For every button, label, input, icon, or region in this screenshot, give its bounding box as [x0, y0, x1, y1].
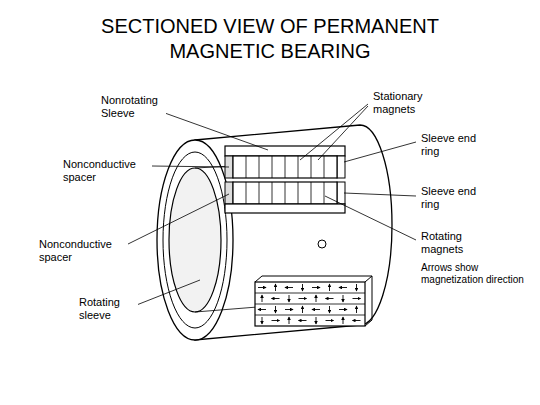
spacer [225, 182, 233, 204]
part-label: Nonconductive spacer [62, 158, 152, 183]
part-label: Stationary magnets [372, 90, 444, 115]
rotating-magnets [233, 182, 337, 204]
stationary-magnets [233, 156, 337, 178]
sleeve-end-ring [337, 182, 345, 204]
bore [169, 168, 221, 312]
part-label: Rotating sleeve [78, 296, 138, 321]
part-label: Nonrotating Sleeve [100, 94, 166, 119]
nonrotating-sleeve [225, 146, 345, 156]
part-label: Sleeve end ring [420, 132, 492, 157]
lower-cutaway [255, 282, 365, 326]
part-label: Rotating magnets [420, 230, 492, 255]
part-label: Nonconductive spacer [38, 238, 128, 263]
sleeve-end-ring [337, 156, 345, 178]
leader-lines [124, 104, 416, 306]
part-label: Arrows show magnetization direction [420, 262, 527, 285]
part-label: Sleeve end ring [420, 185, 492, 210]
lower-rows [255, 293, 365, 315]
title: SECTIONED VIEW OF PERMANENT MAGNETIC BEA… [70, 14, 470, 64]
hole [318, 240, 326, 248]
magnet-cells [246, 156, 324, 204]
magnetization-arrows [258, 284, 361, 324]
lower-cutaway-edge [255, 276, 372, 326]
front-rim-inner [163, 152, 227, 328]
rotating-sleeve [225, 204, 345, 213]
